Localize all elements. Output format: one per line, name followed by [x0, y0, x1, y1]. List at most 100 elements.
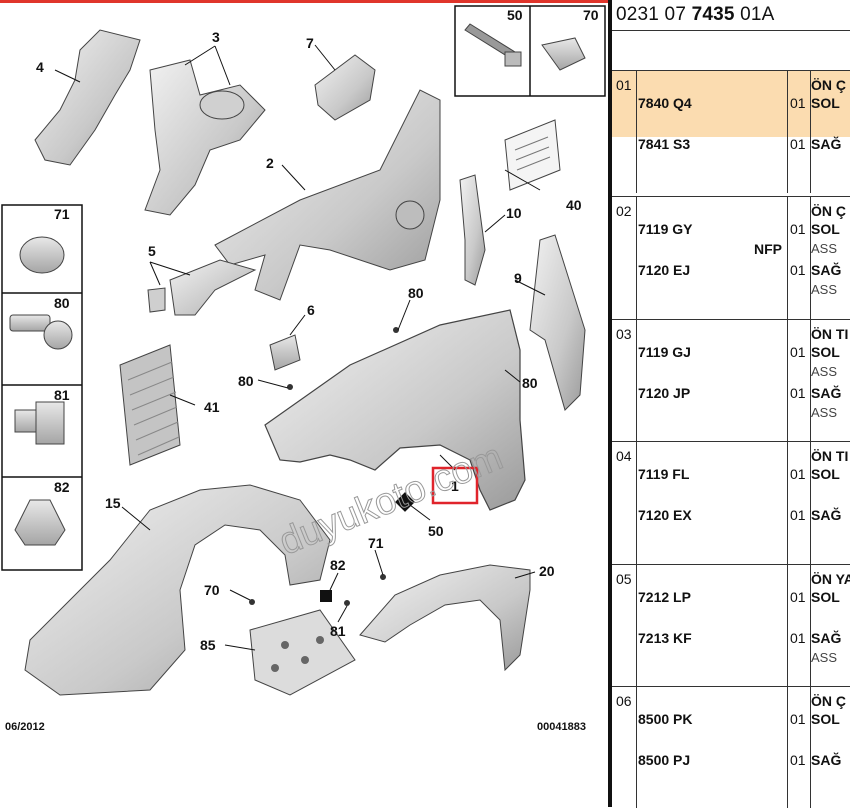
- part-number[interactable]: 7213 KF: [638, 630, 692, 646]
- callout-7: 7: [306, 35, 314, 51]
- part-2-member[interactable]: [214, 89, 441, 301]
- column-divider: [636, 565, 637, 687]
- side-label: SAĞ: [811, 385, 842, 401]
- side-label-80: 80: [54, 295, 70, 311]
- part-7-plate[interactable]: [314, 54, 376, 121]
- column-divider: [810, 320, 811, 442]
- highlight-box: [431, 466, 479, 505]
- side-label: SAĞ: [811, 752, 842, 768]
- part-4-bracket[interactable]: [34, 29, 141, 166]
- callout-40: 40: [566, 197, 582, 213]
- part-9-pillar[interactable]: [529, 234, 586, 411]
- callout-2: 2: [266, 155, 274, 171]
- part-50-marker[interactable]: [395, 492, 415, 512]
- part-number[interactable]: 7120 EJ: [638, 262, 691, 278]
- side-label: SOL: [811, 711, 840, 727]
- quantity: 01: [790, 711, 806, 727]
- description: ÖN TI: [811, 448, 849, 464]
- part-number[interactable]: 7119 GY: [638, 221, 693, 237]
- part-15-liner[interactable]: [24, 484, 331, 696]
- description: ÖN Ç: [811, 77, 846, 93]
- panel-divider: [608, 0, 612, 807]
- callout-80-left: 80: [238, 373, 254, 389]
- part-number[interactable]: 8500 PJ: [638, 752, 691, 768]
- part-number[interactable]: 8500 PK: [638, 711, 693, 727]
- part-1-fender[interactable]: [264, 309, 526, 511]
- part-number[interactable]: 7120 JP: [638, 385, 691, 401]
- callout-71: 71: [368, 535, 384, 551]
- top-label-70: 70: [583, 7, 599, 23]
- top-label-50: 50: [507, 7, 523, 23]
- side-label: SOL: [811, 95, 840, 111]
- side-label: SOL: [811, 344, 840, 360]
- table-header-row: [612, 30, 850, 71]
- quantity: 01: [790, 344, 806, 360]
- part-82-marker[interactable]: [320, 590, 332, 602]
- nfp-note: NFP: [754, 241, 782, 257]
- part-number[interactable]: 7212 LP: [638, 589, 691, 605]
- part-10-strip[interactable]: [459, 174, 486, 286]
- side-label: SAĞ: [811, 262, 842, 278]
- callout-9: 9: [514, 270, 522, 286]
- part-number[interactable]: 7120 EX: [638, 507, 692, 523]
- side-label-81: 81: [54, 387, 70, 403]
- column-divider: [810, 442, 811, 564]
- side-label: SAĞ: [811, 136, 842, 152]
- part-6-clip[interactable]: [269, 334, 301, 371]
- callout-6: 6: [307, 302, 315, 318]
- column-divider: [636, 687, 637, 808]
- part-70-clip[interactable]: [249, 599, 255, 605]
- column-divider: [787, 565, 788, 687]
- parts-diagram: 4 3 7 2 5 6 40 10 9 80 80 80 41 1 50 15 …: [1, 5, 606, 733]
- part-85-kit[interactable]: [249, 609, 356, 696]
- column-divider: [636, 320, 637, 442]
- column-divider: [810, 565, 811, 687]
- part-40-label[interactable]: [504, 119, 561, 191]
- callout-80-top: 80: [408, 285, 424, 301]
- part-3-rail[interactable]: [144, 59, 266, 216]
- callout-81: 81: [330, 623, 346, 639]
- column-divider: [787, 197, 788, 319]
- callout-20: 20: [539, 563, 555, 579]
- part-80-screw-b[interactable]: [393, 327, 399, 333]
- part-number[interactable]: 7840 Q4: [638, 95, 692, 111]
- callout-70: 70: [204, 582, 220, 598]
- callout-50: 50: [428, 523, 444, 539]
- part-81-bolt[interactable]: [344, 600, 350, 606]
- side-label: SAĞ: [811, 507, 842, 523]
- description: ÖN YA: [811, 571, 850, 587]
- assembly-note: ASS: [811, 364, 838, 379]
- column-divider: [810, 71, 811, 193]
- quantity: 01: [790, 385, 806, 401]
- quantity: 01: [790, 630, 806, 646]
- date-code: 06/2012: [5, 721, 45, 733]
- part-5-support[interactable]: [147, 259, 257, 316]
- row-index: 05: [616, 571, 632, 587]
- side-label: SOL: [811, 589, 840, 605]
- callout-82: 82: [330, 557, 346, 573]
- part-20-arch[interactable]: [359, 564, 531, 672]
- reference-number: 0231 07 7435 01A: [616, 4, 775, 25]
- part-number[interactable]: 7119 GJ: [638, 344, 691, 360]
- row-index: 02: [616, 203, 632, 219]
- side-label-82: 82: [54, 479, 70, 495]
- part-71-clip[interactable]: [380, 574, 386, 580]
- callout-3: 3: [212, 29, 220, 45]
- side-label: SOL: [811, 466, 840, 482]
- column-divider: [636, 71, 637, 193]
- part-number[interactable]: 7119 FL: [638, 466, 690, 482]
- part-80-screw-a[interactable]: [287, 384, 293, 390]
- callout-15: 15: [105, 495, 121, 511]
- part-41-mesh[interactable]: [119, 344, 181, 466]
- quantity: 01: [790, 136, 806, 152]
- side-label-71: 71: [54, 206, 70, 222]
- part-number[interactable]: 7841 S3: [638, 136, 691, 152]
- description: ÖN Ç: [811, 203, 846, 219]
- row-index: 06: [616, 693, 632, 709]
